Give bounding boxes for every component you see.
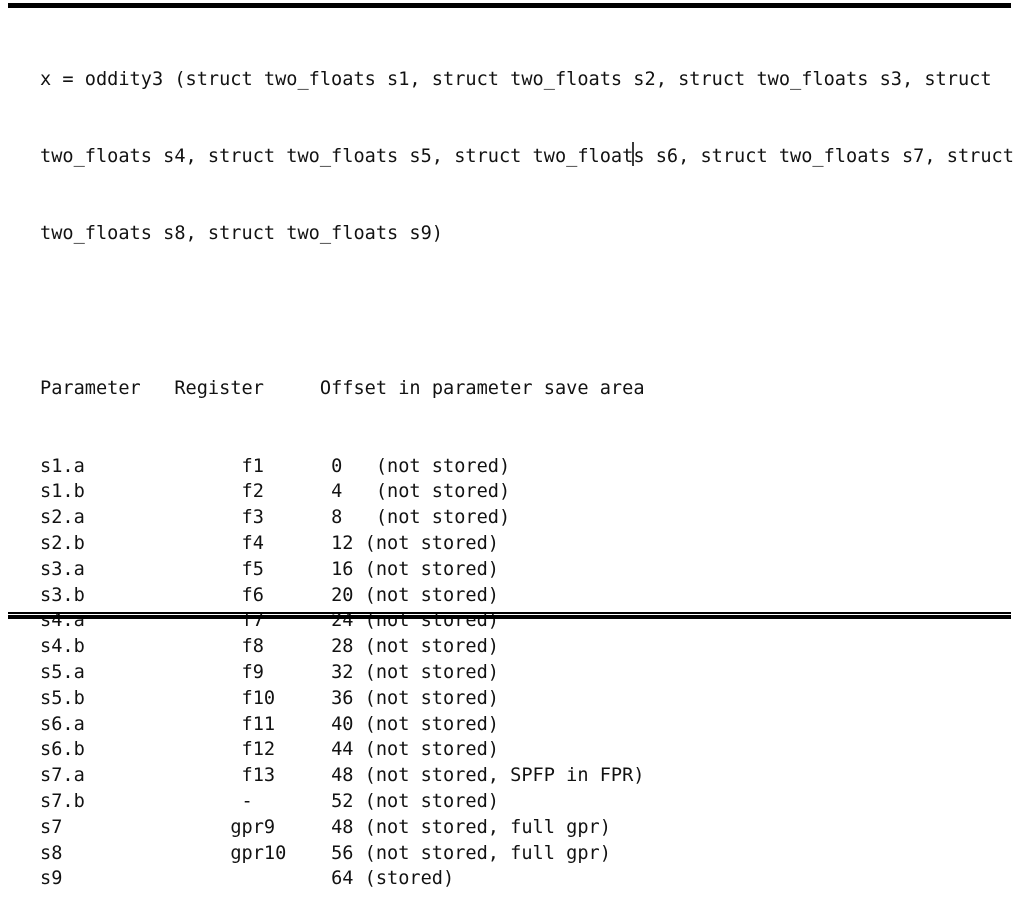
offset-cell: 0 (not stored) (331, 455, 511, 477)
bottom-rule-thin (8, 612, 1011, 614)
offset-cell: 64 (stored) (331, 868, 455, 890)
offset-cell: 32 (not stored) (331, 661, 499, 683)
offset-cell: 36 (not stored) (331, 687, 499, 709)
parameter-cell: s1.b (40, 481, 242, 503)
code-line-3[interactable]: two_floats s8, struct two_floats s9) (40, 223, 443, 245)
register-cell: f12 (241, 739, 332, 761)
register-cell: f9 (241, 661, 332, 683)
register-cell: f10 (241, 687, 332, 709)
parameter-cell: s1.a (40, 455, 242, 477)
parameter-cell: s6.b (40, 739, 242, 761)
register-cell: gpr9 (230, 816, 332, 838)
parameter-cell: s2.a (40, 507, 242, 529)
code-line-2-before-caret: two_floats s4, struct two_floats s5, str… (40, 145, 634, 167)
register-cell: - (241, 790, 332, 812)
register-cell: f2 (241, 481, 332, 503)
offset-cell: 20 (not stored) (331, 584, 499, 606)
bottom-rule-thick (8, 615, 1011, 619)
register-cell: f8 (241, 636, 332, 658)
table-row: s7.a f13 48 (not stored, SPFP in FPR) (40, 763, 1014, 789)
offset-cell: 48 (not stored, SPFP in FPR) (331, 765, 645, 787)
code-line-2-after-caret: s s6, struct two_floats s7, struct (633, 145, 1014, 167)
table-row: s5.b f10 36 (not stored) (40, 686, 1014, 712)
parameter-cell: s9 (40, 868, 242, 890)
register-cell: f5 (241, 558, 332, 580)
table-row: s7.b - 52 (not stored) (40, 789, 1014, 815)
register-cell: f3 (241, 507, 332, 529)
parameter-cell: s3.b (40, 584, 242, 606)
register-cell: f11 (241, 713, 332, 735)
offset-cell: 16 (not stored) (331, 558, 499, 580)
blank-line (40, 299, 1014, 325)
offset-cell: 52 (not stored) (331, 790, 499, 812)
register-cell: f6 (241, 584, 332, 606)
parameter-cell: s8 (40, 842, 231, 864)
code-line-2[interactable]: two_floats s4, struct two_floats s5, str… (40, 141, 1014, 170)
table-row: s1.a f1 0 (not stored) (40, 454, 1014, 480)
parameter-cell: s7.b (40, 790, 242, 812)
table-row: s6.b f12 44 (not stored) (40, 737, 1014, 763)
table-rows: s1.a f1 0 (not stored)s1.b f2 4 (not sto… (40, 454, 1014, 893)
offset-cell: 44 (not stored) (331, 739, 499, 761)
register-cell: f1 (241, 455, 332, 477)
parameter-cell: s5.a (40, 661, 242, 683)
table-row: s4.b f8 28 (not stored) (40, 634, 1014, 660)
table-row: s6.a f11 40 (not stored) (40, 712, 1014, 738)
table-row: s3.b f6 20 (not stored) (40, 583, 1014, 609)
parameter-cell: s7 (40, 816, 231, 838)
table-row: s1.b f2 4 (not stored) (40, 479, 1014, 505)
parameter-cell: s2.b (40, 532, 242, 554)
parameter-cell: s5.b (40, 687, 242, 709)
table-row: s3.a f5 16 (not stored) (40, 557, 1014, 583)
table-row: s2.a f3 8 (not stored) (40, 505, 1014, 531)
offset-cell: 4 (not stored) (331, 481, 511, 503)
code-line-1[interactable]: x = oddity3 (struct two_floats s1, struc… (40, 68, 992, 90)
table-row: s2.b f4 12 (not stored) (40, 531, 1014, 557)
header-parameter: Parameter (40, 378, 175, 400)
offset-cell: 8 (not stored) (331, 507, 511, 529)
header-offset: Offset in parameter save area (319, 378, 645, 400)
table-row: s7 gpr9 48 (not stored, full gpr) (40, 815, 1014, 841)
parameter-cell: s4.b (40, 636, 242, 658)
parameter-cell: s7.a (40, 765, 242, 787)
register-cell: gpr10 (230, 842, 332, 864)
parameter-cell: s3.a (40, 558, 242, 580)
register-cell (242, 868, 332, 889)
table-row: s9 64 (stored) (40, 866, 1014, 892)
top-rule (8, 3, 1011, 8)
table-row: s8 gpr10 56 (not stored, full gpr) (40, 841, 1014, 867)
header-register: Register (174, 378, 320, 400)
parameter-cell: s6.a (40, 713, 242, 735)
offset-cell: 12 (not stored) (331, 532, 499, 554)
table-row: s5.a f9 32 (not stored) (40, 660, 1014, 686)
offset-cell: 28 (not stored) (331, 636, 499, 658)
offset-cell: 40 (not stored) (331, 713, 499, 735)
table-header-row: Parameter Register Offset in parameter s… (40, 376, 1014, 402)
offset-cell: 56 (not stored, full gpr) (331, 842, 611, 864)
document-body: x = oddity3 (struct two_floats s1, struc… (40, 15, 1014, 918)
register-cell: f4 (241, 532, 332, 554)
register-cell: f13 (241, 765, 332, 787)
offset-cell: 48 (not stored, full gpr) (331, 816, 611, 838)
